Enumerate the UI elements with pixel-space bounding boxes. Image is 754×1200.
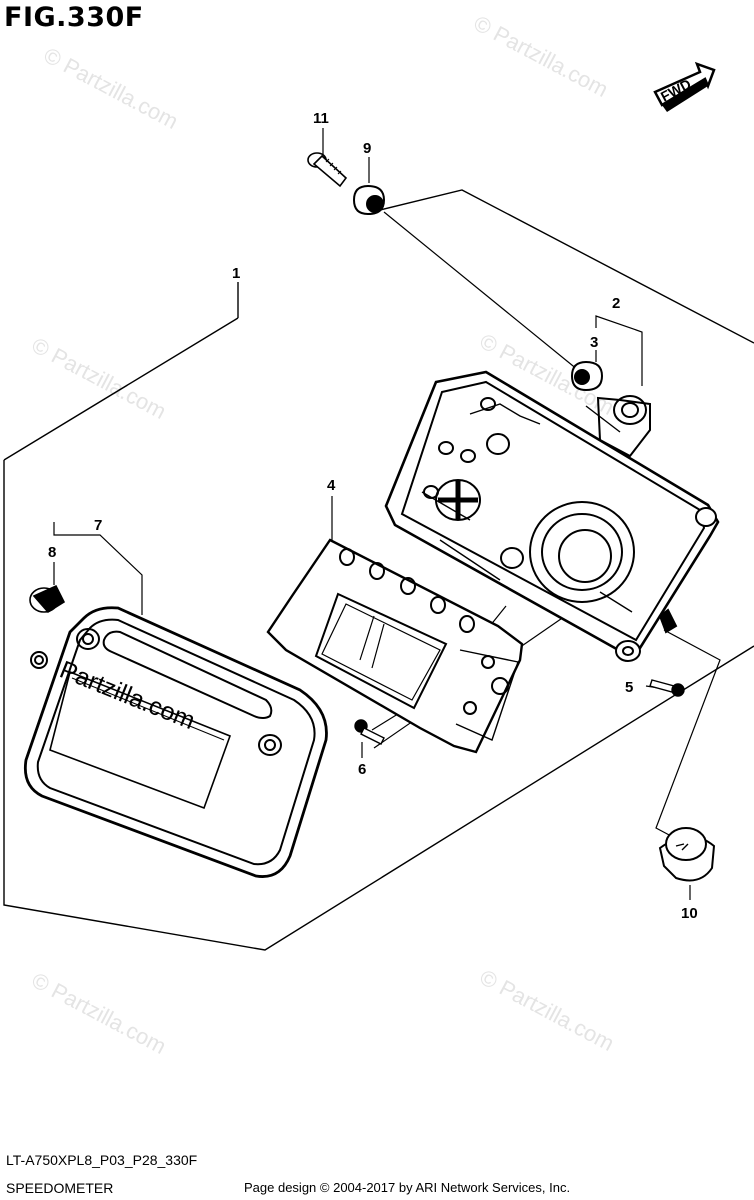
forward-arrow-icon: FWD: [653, 61, 716, 112]
callout-6: 6: [358, 761, 366, 778]
watermark-text: © Partzilla.com: [28, 332, 171, 424]
cap-part-10: [658, 827, 716, 882]
callout-8: 8: [48, 544, 56, 561]
callout-1: 1: [232, 265, 240, 282]
watermark-text: © Partzilla.com: [28, 967, 171, 1059]
callout-2: 2: [612, 295, 620, 312]
figure-title: FIG.330F: [4, 2, 144, 33]
grommet-part-3: [570, 360, 604, 392]
copyright-notice: Page design © 2004-2017 by ARI Network S…: [244, 1180, 571, 1195]
screw-part-6: [354, 719, 385, 745]
front-cover-part-7: [23, 606, 328, 878]
watermark-text: © Partzilla.com: [470, 10, 613, 102]
callout-5: 5: [625, 679, 633, 696]
callout-10: 10: [681, 905, 698, 922]
callout-9: 9: [363, 140, 371, 157]
screw-part-8: [29, 584, 66, 614]
callout-11: 11: [313, 110, 329, 127]
bolt-part-11: [307, 152, 348, 188]
assembly-bracket: [3, 189, 754, 951]
grommet-part-9: [352, 184, 386, 216]
screw-part-5: [649, 679, 685, 697]
watermark-text: © Partzilla.com: [476, 964, 619, 1056]
circuit-board-part-4: [266, 538, 524, 754]
callout-4: 4: [327, 477, 336, 494]
watermark-text: © Partzilla.com: [40, 42, 183, 134]
callout-3: 3: [590, 334, 598, 351]
model-code: LT-A750XPL8_P03_P28_330F: [6, 1152, 198, 1168]
callout-labels: 1 2 3 4 5 6 7 8 9 10 11: [48, 110, 698, 922]
callout-7: 7: [94, 517, 102, 534]
rear-case-part-2: [384, 370, 720, 662]
section-name: SPEEDOMETER: [6, 1180, 114, 1196]
